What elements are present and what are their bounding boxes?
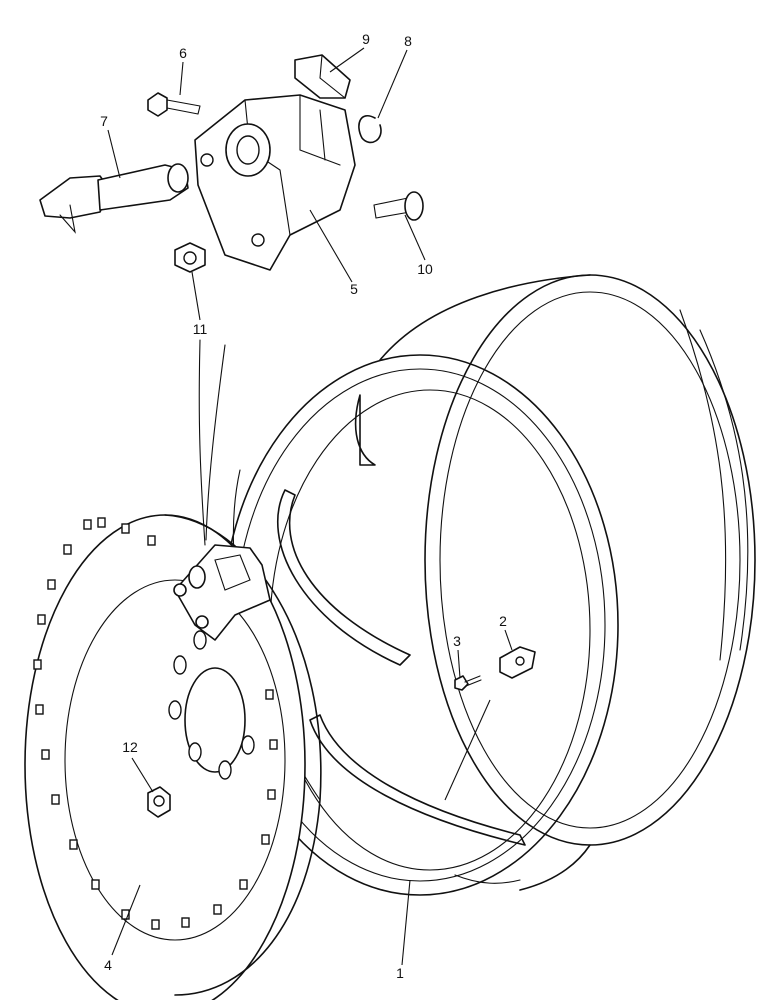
set-screw: [147, 92, 201, 117]
clamp-nut: [174, 242, 206, 273]
circlip: [358, 115, 382, 144]
assembled-clamp: [173, 544, 271, 641]
label-part-2: 2: [499, 613, 507, 629]
wheel-nut: [147, 786, 171, 818]
label-part-12: 12: [122, 739, 138, 755]
rim-clip: [499, 646, 536, 679]
label-part-1: 1: [396, 965, 404, 981]
label-part-10: 10: [417, 261, 433, 277]
label-part-3: 3: [453, 633, 461, 649]
label-part-5: 5: [350, 281, 358, 297]
wheel-disc: [24, 514, 322, 1000]
label-part-11: 11: [193, 321, 208, 337]
label-part-7: 7: [100, 113, 108, 129]
label-part-4: 4: [104, 957, 112, 973]
clamp-shaft: [39, 163, 189, 234]
clamp-body: [194, 94, 356, 271]
label-part-9: 9: [362, 31, 370, 47]
clamp-bolt: [373, 191, 424, 221]
label-part-8: 8: [404, 33, 412, 49]
label-part-6: 6: [179, 45, 187, 61]
leader-lines: [107, 47, 513, 966]
bolt-small: [454, 675, 482, 691]
wedge-block: [294, 54, 351, 99]
